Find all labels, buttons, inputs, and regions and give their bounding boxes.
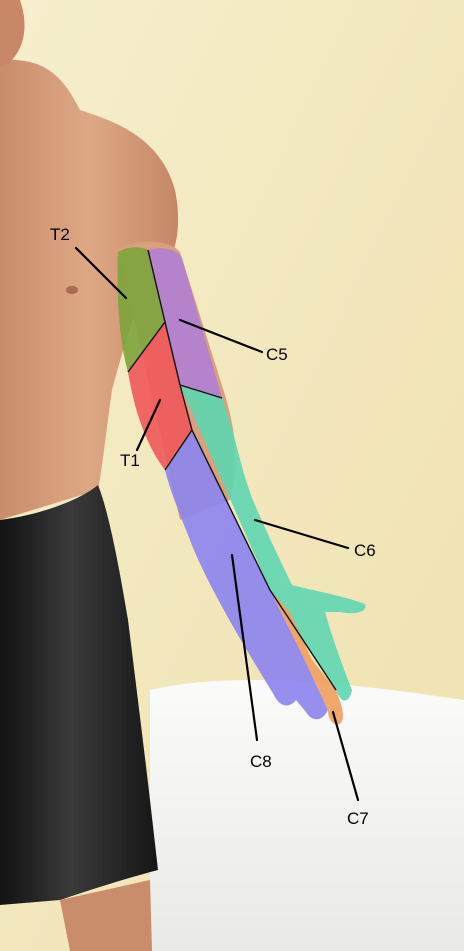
label-c7: C7 bbox=[347, 809, 369, 828]
label-t2: T2 bbox=[50, 225, 70, 244]
label-c6: C6 bbox=[354, 541, 376, 560]
nipple bbox=[66, 286, 78, 294]
label-t1: T1 bbox=[120, 451, 140, 470]
background-sheet bbox=[150, 680, 464, 951]
label-c5: C5 bbox=[266, 345, 288, 364]
label-c8: C8 bbox=[250, 752, 272, 771]
